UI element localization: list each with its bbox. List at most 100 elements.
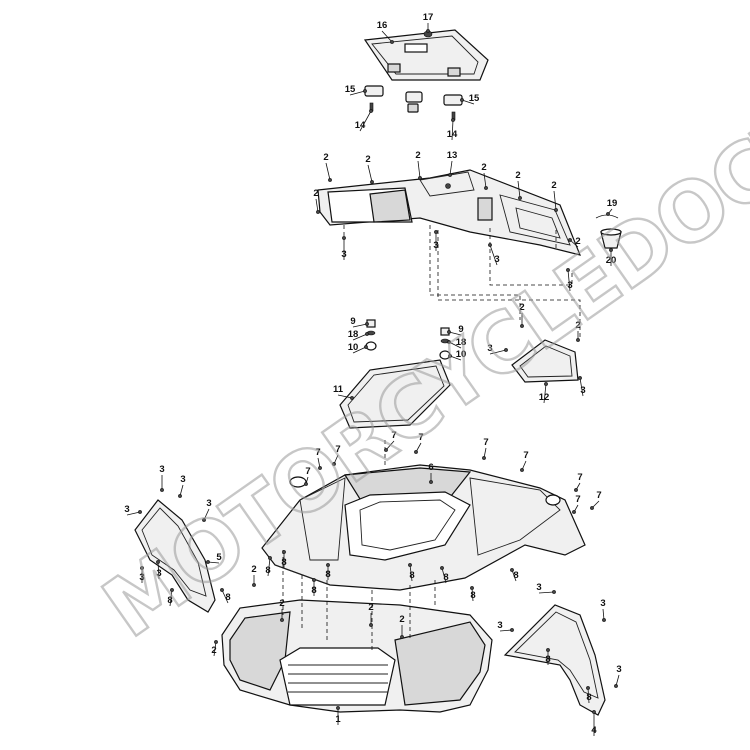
fastener-c19 xyxy=(606,212,610,216)
callout-c3j: 3 xyxy=(206,498,211,509)
callout-c18b: 18 xyxy=(456,337,467,348)
leader-c2o xyxy=(213,641,217,657)
callout-c3d: 3 xyxy=(567,280,572,291)
part-11-access-cover xyxy=(339,359,451,429)
part-1-front-bumper xyxy=(221,599,493,713)
fastener-c14a xyxy=(369,109,373,113)
fastener-c20 xyxy=(609,248,613,252)
leader-c11 xyxy=(337,394,353,399)
callout-c2d: 2 xyxy=(481,162,486,173)
fastener-c3h xyxy=(178,494,182,498)
part-4-right-fender xyxy=(503,604,606,716)
fastener-c3l xyxy=(156,560,160,564)
fastener-c11 xyxy=(350,396,354,400)
callout-c15b: 15 xyxy=(469,93,480,104)
callout-c9a: 9 xyxy=(350,316,355,327)
leader-c7a xyxy=(385,440,395,451)
callout-c20: 20 xyxy=(606,255,617,266)
leader-c9a xyxy=(352,323,368,328)
fastener-c2c xyxy=(418,176,422,180)
fastener-c7h xyxy=(414,450,418,454)
latch-center xyxy=(405,91,423,113)
fastener-c2h xyxy=(568,238,572,242)
fastener-c3m xyxy=(552,590,556,594)
callout-c10b: 10 xyxy=(456,349,467,360)
fastener-c16 xyxy=(390,40,394,44)
fastener-c2g xyxy=(316,210,320,214)
callout-c7j: 7 xyxy=(575,494,580,505)
callout-c7c: 7 xyxy=(335,444,340,455)
callout-c2k: 2 xyxy=(251,564,256,575)
callout-c3g: 3 xyxy=(159,464,164,475)
callout-c7e: 7 xyxy=(523,450,528,461)
callout-c18a: 18 xyxy=(348,329,359,340)
callout-c7h: 7 xyxy=(418,432,423,443)
leader-c8i xyxy=(511,569,517,582)
part-13-dashboard-panel xyxy=(317,169,581,256)
fastener-c3d xyxy=(566,268,570,272)
callout-c17: 17 xyxy=(423,12,434,23)
fastener-c17 xyxy=(426,29,430,33)
fastener-c8i xyxy=(510,568,514,572)
callout-c4: 4 xyxy=(591,725,597,736)
callout-c11: 11 xyxy=(333,384,344,395)
fastener-c7d xyxy=(482,456,486,460)
fastener-c8a xyxy=(170,588,174,592)
parts-9-18-10-fasteners xyxy=(365,319,451,360)
callout-c8e: 8 xyxy=(311,585,316,596)
callout-c8a: 8 xyxy=(167,595,172,606)
fastener-c8g xyxy=(408,563,412,567)
callout-c8d: 8 xyxy=(281,557,286,568)
callout-c16: 16 xyxy=(377,20,388,31)
callout-c8i: 8 xyxy=(513,570,518,581)
leader-c2f xyxy=(553,190,557,211)
fastener-c5 xyxy=(206,560,210,564)
leader-c18b xyxy=(448,341,462,349)
leader-c3j xyxy=(203,508,210,521)
fastener-c7e xyxy=(520,468,524,472)
leader-c3f xyxy=(579,377,584,397)
leader-c15a xyxy=(349,90,366,96)
callout-c9b: 9 xyxy=(458,324,463,335)
fastener-c8k xyxy=(546,648,550,652)
callout-c12: 12 xyxy=(539,392,550,403)
callout-c8g: 8 xyxy=(409,570,414,581)
callout-c2o: 2 xyxy=(211,645,216,656)
leader-c10b xyxy=(449,355,462,361)
fastener-c18b xyxy=(447,340,451,344)
callout-c8l: 8 xyxy=(586,692,591,703)
callout-c7f: 7 xyxy=(577,472,582,483)
alignment-dashes-lower xyxy=(282,440,436,650)
part-12-small-cover xyxy=(511,339,579,383)
callout-c3h: 3 xyxy=(180,474,185,485)
callout-c10a: 10 xyxy=(348,342,359,353)
fastener-c4 xyxy=(592,710,596,714)
fastener-c7j xyxy=(572,510,576,514)
fastener-c2n xyxy=(400,635,404,639)
alignment-dashes-upper xyxy=(343,225,581,340)
leader-c3n xyxy=(499,629,513,632)
fastener-c8h xyxy=(440,566,444,570)
leader-c8b xyxy=(221,589,229,604)
fastener-c2f xyxy=(554,208,558,212)
fastener-c2j xyxy=(576,338,580,342)
callout-c3l: 3 xyxy=(156,568,161,579)
leader-c2e xyxy=(517,180,521,199)
callout-c3b: 3 xyxy=(433,240,438,251)
fastener-c2k xyxy=(252,583,256,587)
part-15-latch-left xyxy=(364,85,384,97)
callout-c2g: 2 xyxy=(313,188,318,199)
leader-c18a xyxy=(352,333,368,341)
fastener-c3p xyxy=(614,684,618,688)
fastener-c3i xyxy=(138,510,142,514)
fastener-c8d xyxy=(282,550,286,554)
fastener-c9a xyxy=(365,322,369,326)
fastener-c3n xyxy=(510,628,514,632)
leader-c3m xyxy=(538,591,555,594)
fastener-c3j xyxy=(202,518,206,522)
fastener-c1 xyxy=(336,706,340,710)
leader-c14a xyxy=(359,110,372,132)
part-20-cap xyxy=(600,228,622,249)
callout-c7d: 7 xyxy=(483,437,488,448)
